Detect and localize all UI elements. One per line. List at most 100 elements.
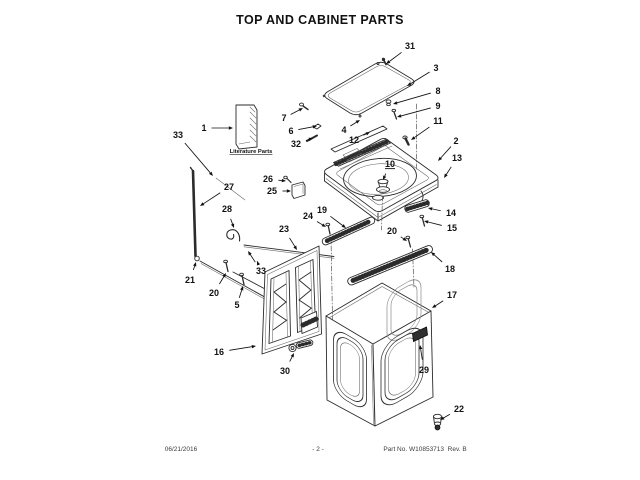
arrowhead-33 (208, 171, 213, 176)
arrowhead-27 (200, 202, 205, 206)
literature-parts-label: Literature Parts (230, 149, 273, 155)
leader-line-21 (192, 265, 196, 271)
arrowhead-10 (383, 175, 387, 180)
callout-23: 23 (279, 224, 289, 234)
leader-line-17 (435, 300, 444, 307)
leader-line-7 (290, 109, 300, 115)
arrowhead-23 (293, 245, 297, 250)
callout-22: 22 (454, 404, 464, 414)
callout-18: 18 (445, 264, 455, 274)
callout-25: 25 (267, 186, 277, 196)
callout-21: 21 (185, 275, 195, 285)
callout-8: 8 (435, 86, 440, 96)
callout-20: 20 (209, 288, 219, 298)
arrowhead-11 (411, 136, 416, 140)
arrowhead-6 (312, 125, 317, 129)
callout-17: 17 (447, 290, 457, 300)
leader-line-5 (238, 289, 243, 298)
callout-28: 28 (222, 204, 232, 214)
callout-32: 32 (291, 139, 301, 149)
leader-line-15 (427, 221, 442, 226)
bracket-part (283, 175, 306, 199)
leader-line-33 (184, 142, 211, 174)
arrowhead-29 (418, 345, 423, 350)
arrowhead-2 (438, 156, 443, 161)
arrowhead-20 (402, 237, 407, 241)
hinge-assembly-part (325, 190, 430, 321)
leader-line-20 (400, 236, 404, 240)
leader-line-16 (229, 346, 252, 351)
footer-part-number: Part No. W10853713 Rev. B (383, 446, 467, 453)
leader-line-33 (249, 254, 256, 263)
literature-booklet (235, 104, 258, 150)
arrowhead-8 (393, 101, 398, 105)
callout-33: 33 (256, 266, 266, 276)
arrowhead-18 (431, 252, 436, 257)
callout-27: 27 (224, 182, 234, 192)
roller-part (288, 339, 314, 353)
leader-line-18 (433, 254, 443, 263)
footer-date: 06/21/2016 (164, 446, 198, 453)
diagram-artwork (189, 57, 442, 431)
callout-7: 7 (281, 113, 286, 123)
callout-6: 6 (288, 126, 293, 136)
arrowhead-5 (240, 286, 244, 291)
leader-line-31 (389, 51, 402, 62)
rear-trim-part (330, 125, 393, 170)
arrowhead-26 (281, 178, 286, 183)
footer-page-number: - 2 - (312, 446, 324, 453)
leader-line-6 (298, 126, 313, 131)
arrowhead-30 (290, 353, 294, 358)
callout-13: 13 (452, 153, 462, 163)
callout-30: 30 (280, 366, 290, 376)
corner-brace-parts (321, 216, 433, 286)
callout-24: 24 (303, 211, 313, 221)
leader-line-19 (330, 215, 343, 226)
arrowhead-9 (397, 114, 402, 118)
arrowhead-14 (428, 207, 433, 211)
arrowhead-28 (230, 223, 235, 228)
leader-line-29 (420, 349, 423, 360)
callout-3: 3 (433, 63, 438, 73)
arrowhead-21 (193, 262, 197, 267)
arrowhead-19 (341, 224, 346, 228)
callout-15: 15 (447, 223, 457, 233)
arrowhead-13 (444, 173, 448, 178)
callout-14: 14 (446, 208, 456, 218)
callout-33: 33 (173, 130, 183, 140)
leader-line-23 (289, 237, 296, 247)
leader-line-10 (384, 173, 387, 177)
arrowhead-24 (321, 223, 326, 227)
callout-5: 5 (234, 300, 239, 310)
leader-line-2 (440, 146, 452, 159)
callout-2: 2 (453, 136, 458, 146)
leader-line-13 (445, 166, 452, 175)
arrowhead-15 (424, 220, 429, 224)
leader-line-12 (363, 133, 367, 136)
callout-4: 4 (341, 125, 346, 135)
leader-line-4 (350, 121, 357, 127)
callout-29: 29 (419, 365, 429, 375)
arrowhead-12 (365, 132, 370, 136)
callout-26: 26 (263, 174, 273, 184)
arrowhead-1 (228, 126, 233, 130)
leader-line-20 (219, 276, 225, 285)
foot-part (433, 413, 442, 431)
arrowhead-20 (222, 273, 226, 278)
arrowhead-32 (308, 137, 313, 142)
funnel-part (372, 178, 390, 231)
callout-11: 11 (433, 116, 443, 126)
callout-9: 9 (435, 101, 440, 111)
leader-line-30 (289, 356, 293, 362)
arrowhead-7 (298, 108, 303, 112)
page-title: TOP AND CABINET PARTS (236, 13, 404, 27)
leader-line-11 (414, 126, 430, 138)
arrowhead-33 (248, 251, 252, 256)
rear-panel-part (261, 245, 322, 355)
leader-line-27 (203, 192, 221, 205)
shipping-strap-part (412, 326, 428, 342)
arrowhead-4 (355, 120, 360, 124)
callout-16: 16 (214, 347, 224, 357)
leader-line-9 (400, 107, 431, 117)
